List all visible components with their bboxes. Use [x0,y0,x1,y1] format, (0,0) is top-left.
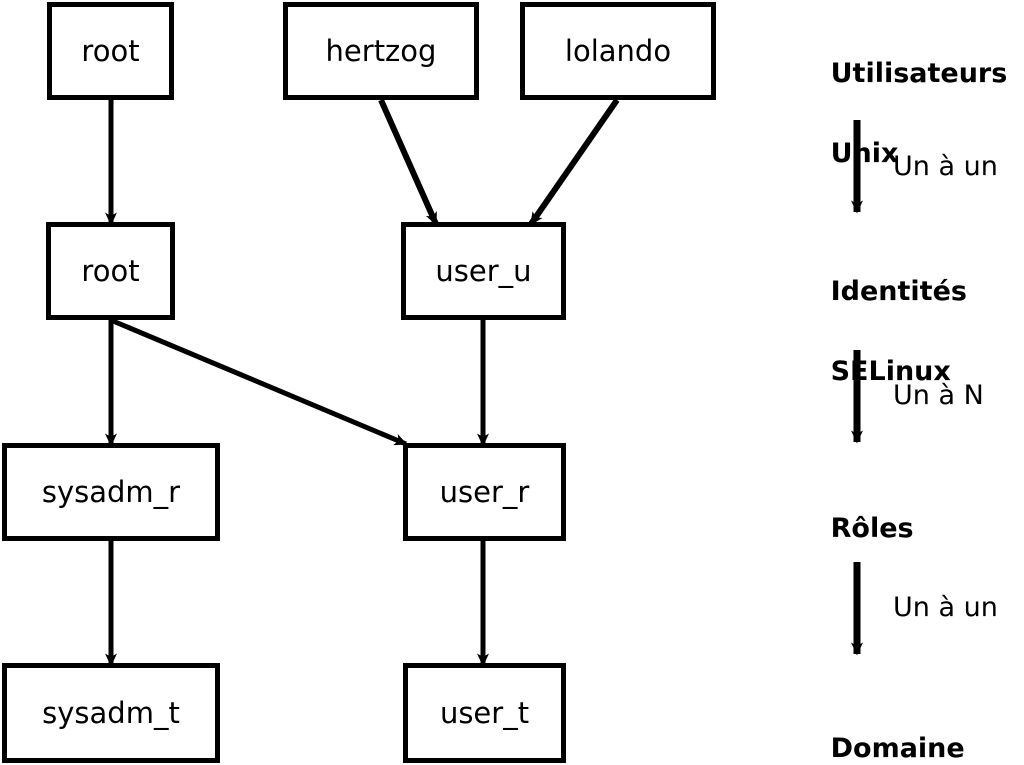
node-label: user_u [435,253,532,288]
legend-relation-label: Un à un [893,151,998,182]
node-label: hertzog [325,33,437,68]
legend-layer-line1: Domaine [830,733,965,764]
node-label: user_r [439,474,530,509]
legend-layer-line2: SELinux [830,356,951,387]
node-role-user-r[interactable]: user_r [403,443,566,541]
legend-layer-roles: Rôles [793,469,914,589]
node-label: root [81,33,140,68]
node-label: sysadm_t [42,695,180,730]
legend-layer-unix-users: Utilisateurs Unix [793,14,1008,214]
legend-relation-one-to-one-b: Un à un [893,594,998,621]
node-domain-user-t[interactable]: user_t [403,663,566,763]
node-selinux-identity-root[interactable]: root [46,222,175,320]
legend-layer-domain: Domaine [793,689,965,765]
legend-relation-one-to-n: Un à N [893,382,984,409]
edge-lolando-to-user-u [528,98,620,226]
legend-relation-label: Un à un [893,592,998,623]
legend-layer-line2: Unix [830,138,899,169]
legend-layer-selinux-identities: Identités SELinux [793,232,967,432]
legend-relation-one-to-one-a: Un à un [893,153,998,180]
legend-relation-label: Un à N [893,380,984,411]
node-unix-user-root[interactable]: root [47,2,174,100]
node-domain-sysadm-t[interactable]: sysadm_t [2,663,220,763]
edge-hertzog-to-user-u [378,98,439,226]
legend-layer-line1: Utilisateurs [830,58,1008,89]
node-unix-user-lolando[interactable]: lolando [520,2,716,100]
legend-layer-line1: Rôles [830,513,914,544]
node-unix-user-hertzog[interactable]: hertzog [283,2,479,100]
legend-layer-line1: Identités [830,276,967,307]
node-label: user_t [439,695,530,730]
node-role-sysadm-r[interactable]: sysadm_r [2,443,220,541]
node-label: lolando [564,33,672,68]
node-label: sysadm_r [41,474,181,509]
edge-root-to-user-r [112,318,408,447]
node-selinux-identity-user-u[interactable]: user_u [401,222,566,320]
node-label: root [81,253,140,288]
